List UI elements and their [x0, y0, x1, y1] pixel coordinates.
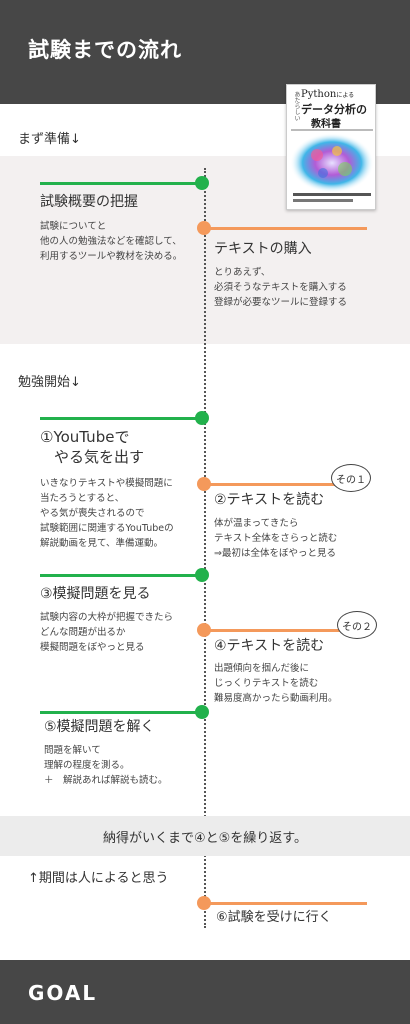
book-title-line1: Pythonによる: [301, 89, 355, 100]
study-step2-line: [205, 483, 367, 486]
book-authors-line: [291, 129, 373, 131]
study-step3-line: [40, 574, 202, 577]
goal-label: GOAL: [28, 981, 98, 1005]
prep-step1-title: 試験概要の把握: [40, 194, 138, 210]
study-step1-body: いきなりテキストや模擬問題に 当たろうとすると、 やる気が喪失されるので 試験範…: [40, 478, 174, 549]
study-step4-dot: [197, 623, 211, 637]
prep-section-label: まず準備↓: [18, 132, 81, 147]
period-note: ↑期間は人によると思う: [28, 871, 169, 886]
prep-step1-body: 試験についてと 他の人の勉強法などを確認して、 利用するツールや教材を決める。: [40, 221, 183, 262]
book-cover-art: [290, 133, 374, 193]
study-step1-title-line2: やる気を出す: [54, 448, 145, 466]
study-step2-body: 体が温まってきたら テキスト全体をさらっと読む ⇒最初は全体をぼやっと見る: [214, 518, 338, 559]
final-step-title: ⑥試験を受けに行く: [216, 910, 332, 925]
final-step-line: [205, 902, 367, 905]
book-title-line3: 教科書: [311, 119, 341, 130]
repeat-band: [0, 816, 410, 856]
final-step-dot: [197, 896, 211, 910]
study-step5-line: [40, 711, 202, 714]
book-cover-image: あたらしい Pythonによる データ分析の 教科書: [286, 84, 376, 210]
prep-step2-body: とりあえず、 必須そうなテキストを購入する 登録が必要なツールに登録する: [214, 267, 348, 308]
book-tagline-bar-2: [293, 199, 353, 202]
study-step3-body: 試験内容の大枠が把握できたら どんな問題が出るか 模擬問題をぼやっと見る: [40, 612, 174, 653]
header-banner: 試験までの流れ: [0, 0, 410, 104]
study-step4-line: [205, 629, 367, 632]
repeat-text: 納得がいくまで④と⑤を繰り返す。: [102, 831, 307, 846]
study-step4-badge: その２: [337, 611, 377, 639]
study-step5-title: ⑤模擬問題を解く: [44, 719, 155, 735]
study-step3-title: ③模擬問題を見る: [40, 586, 151, 602]
study-step4-title: ④テキストを読む: [214, 638, 325, 654]
study-step4-body: 出題傾向を掴んだ後に じっくりテキストを読む 難易度高かったら動画利用。: [214, 663, 338, 704]
prep-step2-dot: [197, 221, 211, 235]
study-step5-body: 問題を解いて 理解の程度を測る。 ＋ 解説あれば解説も読む。: [44, 745, 168, 786]
prep-step1-line: [40, 182, 202, 185]
study-step5-dot: [195, 705, 209, 719]
study-step1-line: [40, 417, 202, 420]
prep-step2-line: [205, 227, 367, 230]
study-step3-dot: [195, 568, 209, 582]
study-step2-title: ②テキストを読む: [214, 492, 325, 508]
book-tagline-bar: [293, 193, 371, 196]
prep-step1-dot: [195, 176, 209, 190]
page-title: 試験までの流れ: [28, 38, 182, 62]
book-pre-label: あたらしい: [293, 91, 300, 121]
study-step2-badge: その１: [331, 464, 371, 492]
study-section-label: 勉強開始↓: [18, 375, 81, 390]
footer-banner: GOAL: [0, 960, 410, 1024]
prep-step2-title: テキストの購入: [214, 241, 312, 257]
book-title-line2: データ分析の: [301, 103, 367, 116]
timeline-line: [204, 168, 206, 928]
study-step2-dot: [197, 477, 211, 491]
study-step1-dot: [195, 411, 209, 425]
study-step1-title-line1: ①YouTubeで: [40, 428, 130, 446]
